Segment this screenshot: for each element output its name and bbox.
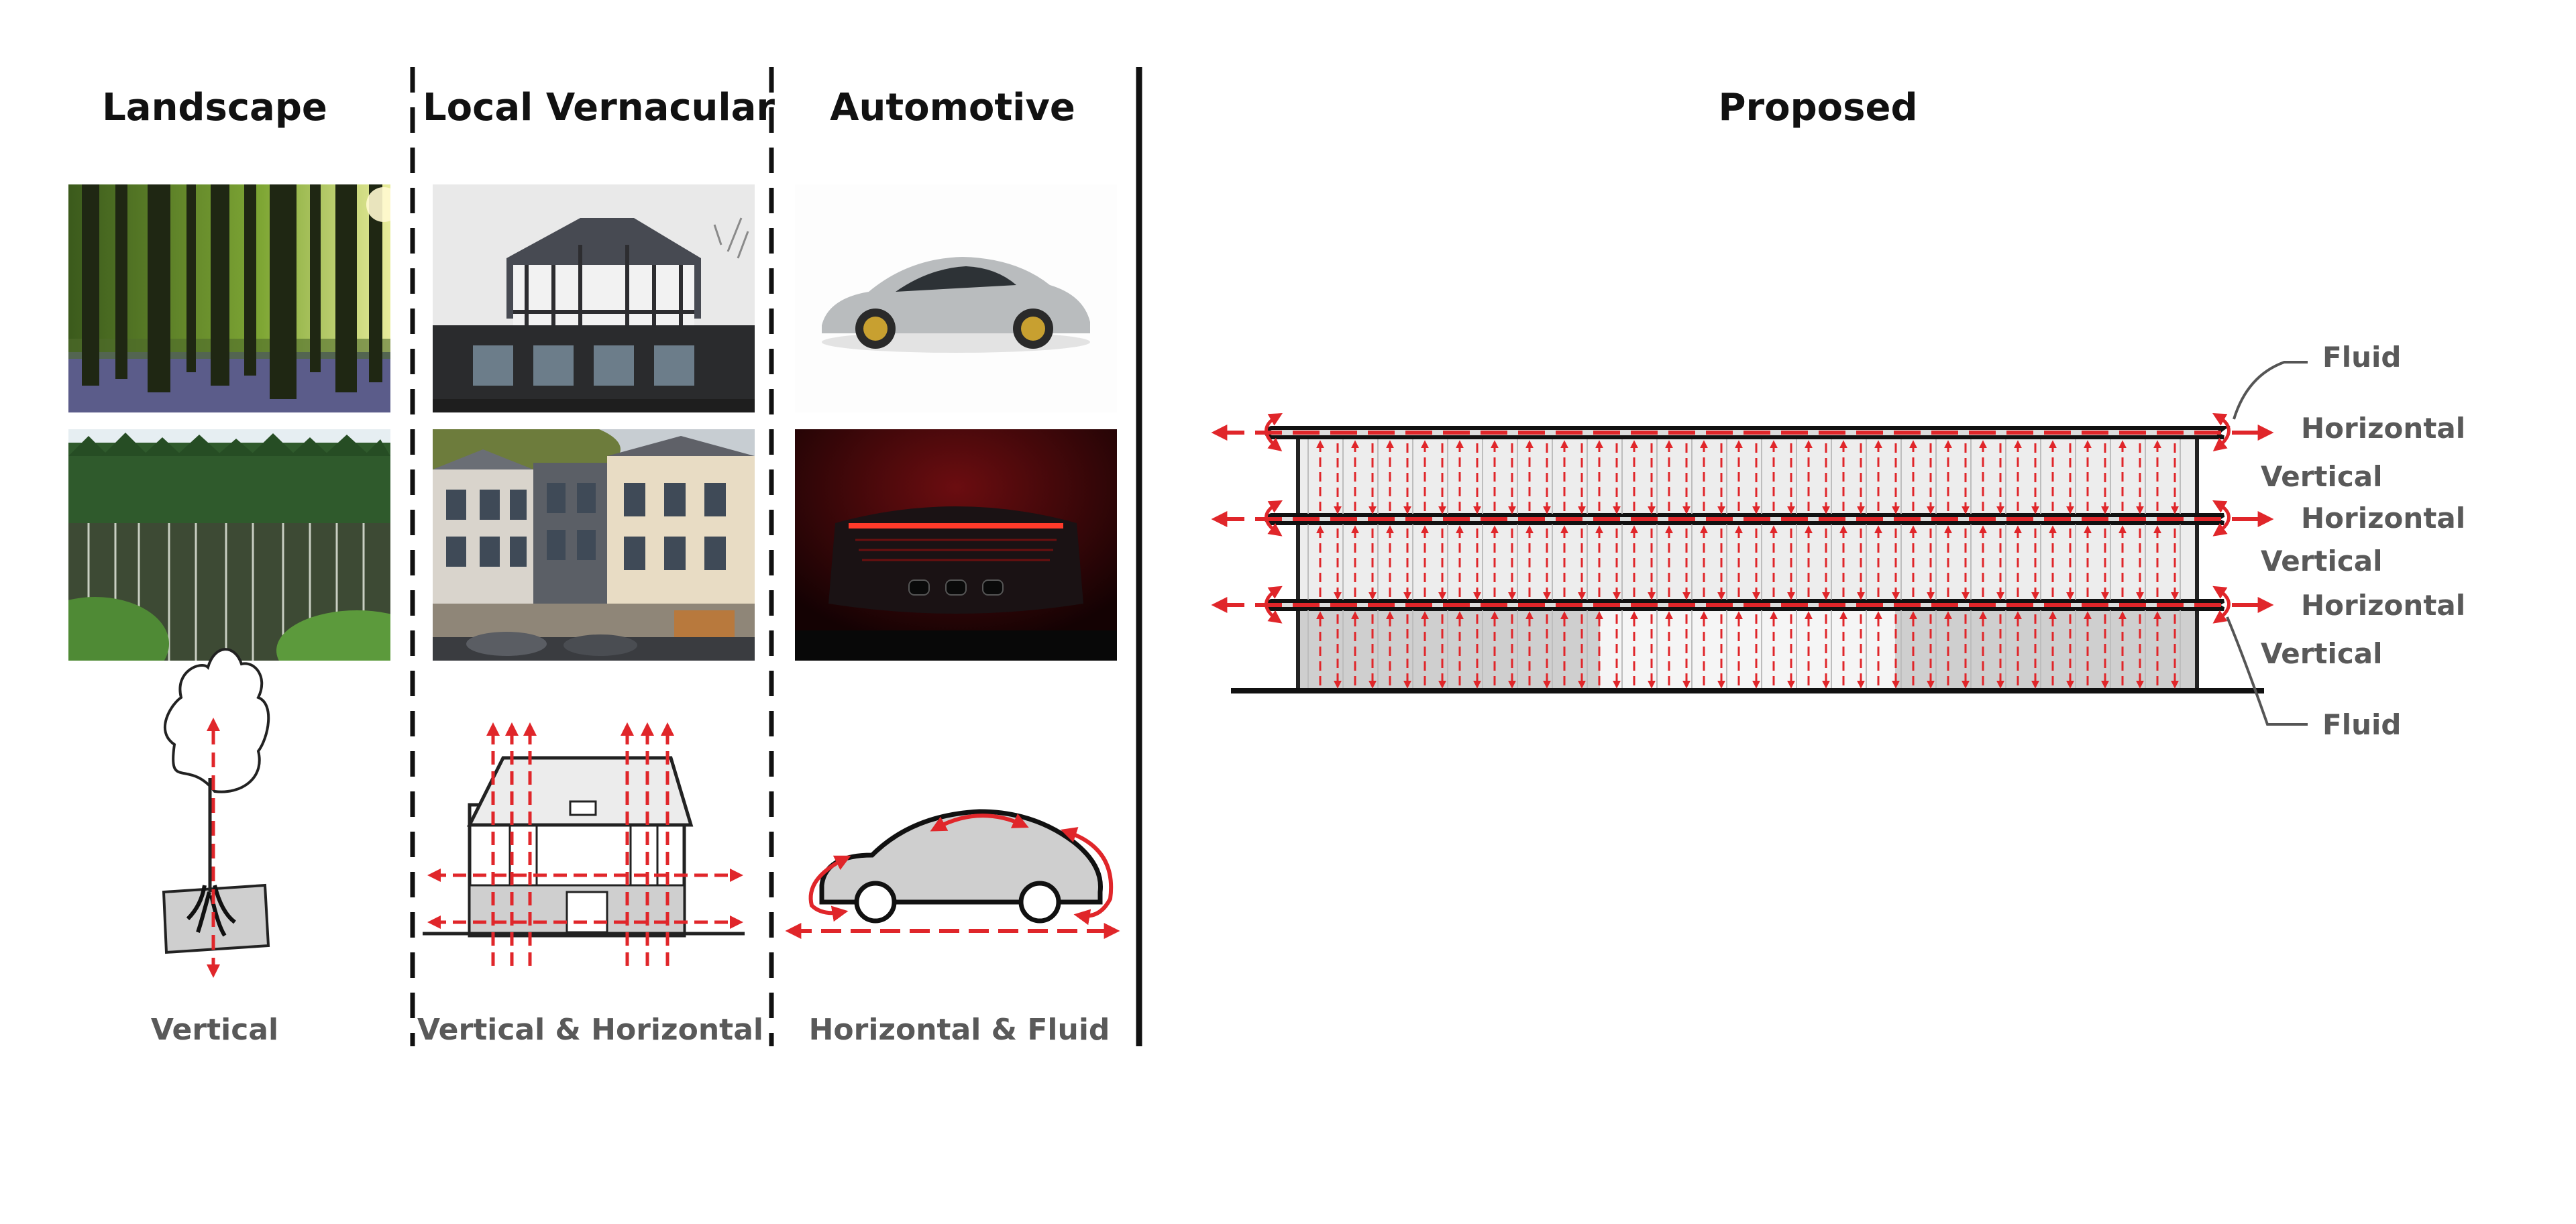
- photo-pine-forest: [68, 429, 390, 661]
- photo-silver-sports-car: [795, 184, 1117, 412]
- label-vertical-2: Vertical: [2261, 545, 2383, 577]
- heading-automotive: Automotive: [830, 86, 1075, 129]
- building-section-icon: [1211, 361, 2308, 726]
- photo-red-car-rear: [795, 429, 1117, 661]
- car-icon: [785, 809, 1120, 939]
- label-horizontal-3: Horizontal: [2301, 589, 2466, 622]
- label-fluid-bottom: Fluid: [2322, 708, 2402, 741]
- label-fluid-top: Fluid: [2322, 341, 2402, 374]
- heading-local-vernacular: Local Vernacular: [423, 86, 775, 129]
- label-vertical-3: Vertical: [2261, 637, 2383, 670]
- caption-horizontal-fluid: Horizontal & Fluid: [808, 1013, 1110, 1047]
- heading-proposed: Proposed: [1718, 86, 1918, 129]
- heading-landscape: Landscape: [102, 86, 327, 129]
- tree-icon: [162, 648, 270, 978]
- caption-vertical: Vertical: [150, 1013, 279, 1047]
- photo-bluebell-forest: [68, 184, 390, 412]
- caption-vertical-horizontal: Vertical & Horizontal: [417, 1013, 763, 1047]
- photo-tudor-house: [433, 184, 755, 412]
- label-vertical-1: Vertical: [2261, 460, 2383, 493]
- label-horizontal-1: Horizontal: [2301, 412, 2466, 445]
- photo-townhouses: [433, 429, 755, 661]
- house-icon: [423, 722, 745, 966]
- label-horizontal-2: Horizontal: [2301, 502, 2466, 535]
